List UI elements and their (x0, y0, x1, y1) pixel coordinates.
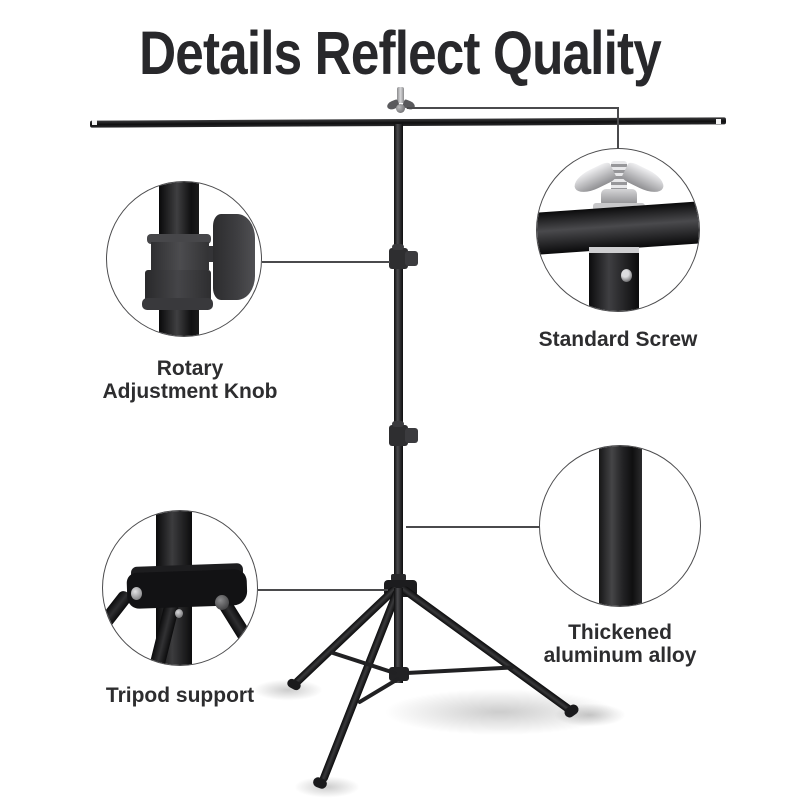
upper-clamp-knob (405, 251, 418, 266)
main-pole-lower (394, 588, 403, 683)
rotary-knob-detail-circle (106, 181, 262, 337)
support-strut-right (406, 665, 514, 675)
detail-screw-thread (611, 161, 627, 197)
connector-rotary-knob (262, 261, 390, 263)
aluminum-alloy-label-line2: aluminum alloy (543, 644, 697, 667)
page-title: Details Reflect Quality (139, 19, 662, 87)
connector-screw-horizontal (407, 107, 618, 109)
connector-aluminum (406, 526, 540, 528)
ground-shadow-left-foot (252, 679, 324, 701)
detail-hub-body (126, 568, 248, 610)
detail-wingnut-base (601, 189, 637, 207)
detail-lower-pole (589, 247, 639, 311)
crossbar-right-cap (716, 119, 721, 124)
detail-clamp-lower (145, 270, 211, 302)
standard-screw-detail-circle (536, 148, 700, 312)
lower-clamp-ridge (392, 421, 404, 427)
connector-tripod (258, 589, 388, 591)
connector-screw-vertical (617, 107, 619, 149)
ground-shadow-front-foot (293, 776, 361, 798)
detail-clamp-upper (151, 242, 209, 270)
crossbar (89, 117, 727, 128)
ground-shadow-center (380, 688, 620, 736)
tripod-hub-tab (391, 574, 406, 581)
rotary-knob-label: Rotary Adjustment Knob (84, 357, 296, 403)
detail-clamp-bottom-flange (142, 298, 213, 310)
detail-aluminum-pole (599, 446, 642, 606)
detail-rivet-left (131, 587, 142, 600)
lower-clamp-body (389, 425, 408, 446)
tripod-support-label-text: Tripod support (105, 684, 255, 707)
crossbar-left-cap (92, 120, 97, 125)
rotary-knob-label-line1: Rotary (156, 357, 224, 380)
tripod-support-label: Tripod support (80, 684, 280, 707)
detail-pole-collar (589, 247, 639, 253)
lower-clamp-knob (405, 428, 418, 443)
rotary-knob-label-line2: Adjustment Knob (102, 380, 278, 403)
aluminum-alloy-label-line1: Thickened (568, 621, 672, 644)
top-wingnut-center (396, 104, 405, 113)
tripod-support-detail-circle (102, 510, 258, 666)
detail-rivet-center (175, 609, 183, 618)
upper-clamp-ridge (392, 244, 404, 250)
detail-clamp-top-flange (147, 234, 211, 244)
detail-rotary-knob (213, 214, 255, 300)
standard-screw-label-text: Standard Screw (538, 328, 698, 351)
aluminum-alloy-label: Thickened aluminum alloy (514, 621, 726, 667)
main-pole (394, 124, 403, 590)
aluminum-alloy-detail-circle (539, 445, 701, 607)
standard-screw-label: Standard Screw (518, 328, 718, 351)
detail-screw-hole (621, 269, 632, 282)
detail-rivet-right (215, 595, 229, 610)
upper-clamp-body (389, 248, 408, 269)
top-screw-stem (397, 87, 404, 103)
